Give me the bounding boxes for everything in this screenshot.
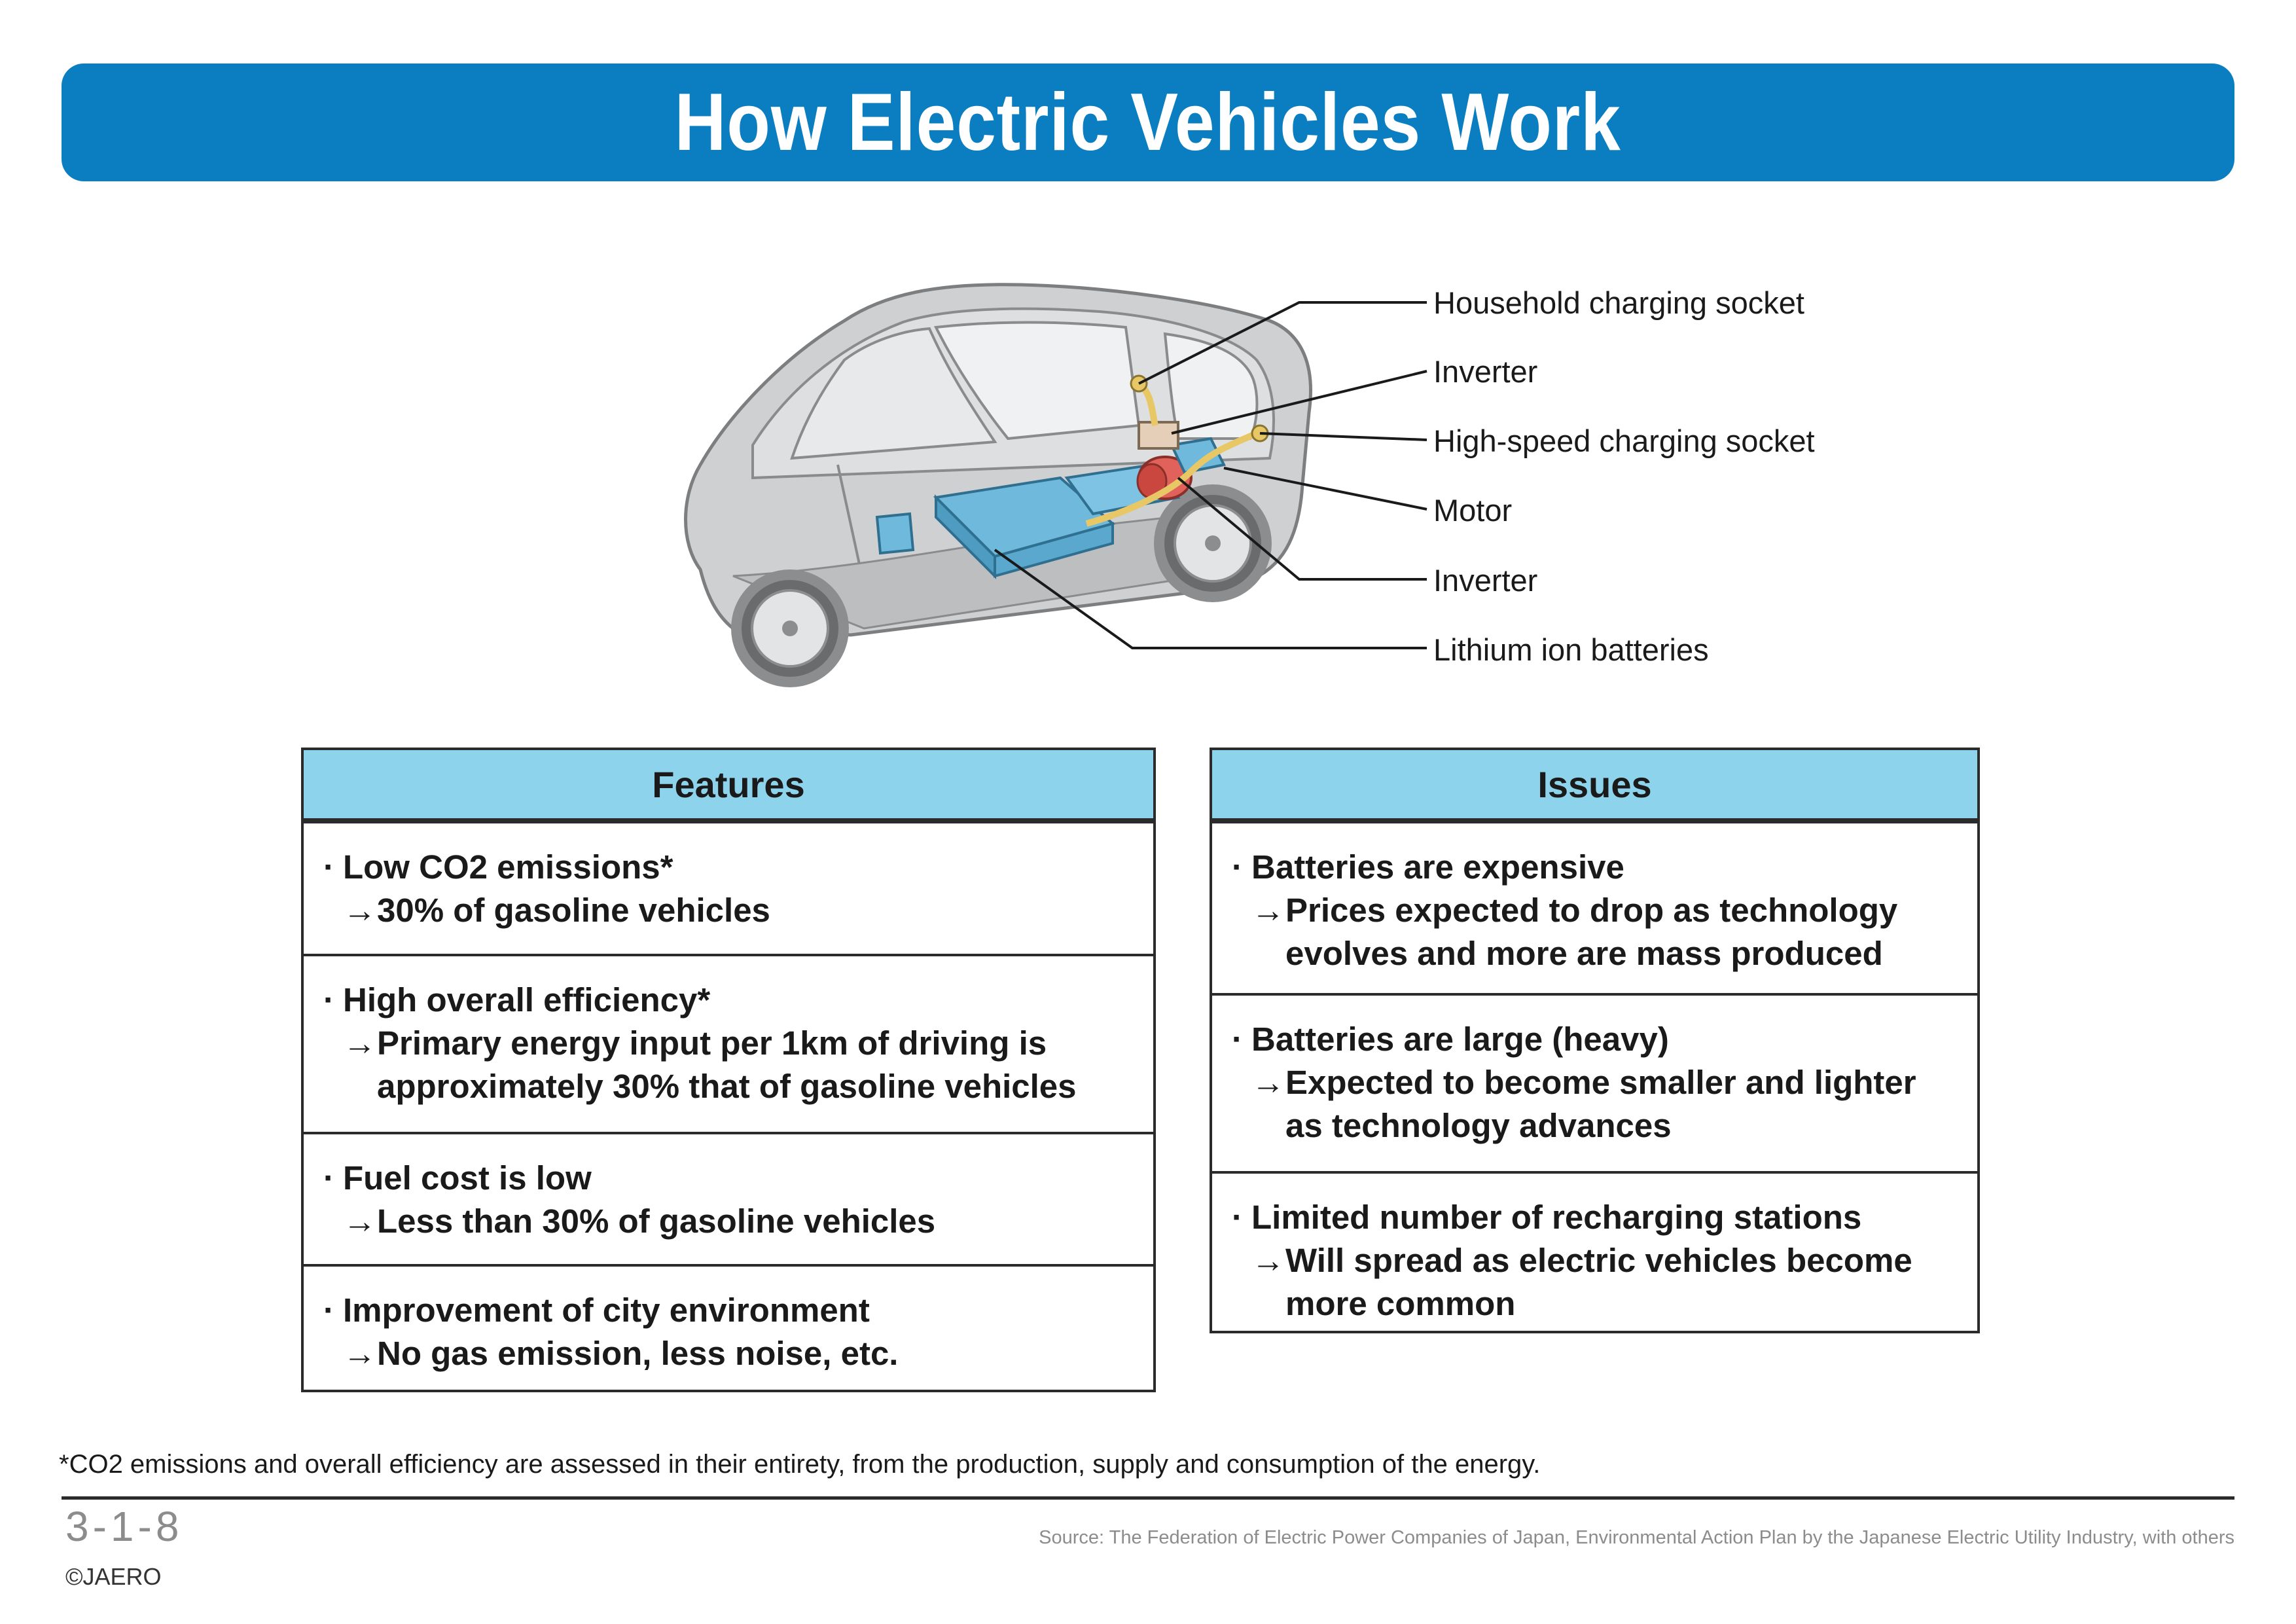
- feature-item-detail-line: Primary energy input per 1km of driving …: [377, 1024, 1047, 1062]
- arrow-icon: →: [343, 1202, 376, 1240]
- arrow-icon: →: [343, 1335, 376, 1372]
- issue-item: Batteries are expensive →Prices expected…: [1212, 821, 1977, 993]
- issue-item-detail-line: evolves and more are mass produced: [1285, 935, 1883, 972]
- feature-item-detail: →Primary energy input per 1km of driving…: [323, 1022, 1140, 1108]
- issue-item-detail: →Will spread as electric vehicles become…: [1232, 1239, 1964, 1326]
- callout-high-speed-charging-socket: High-speed charging socket: [1433, 424, 1815, 458]
- callout-inverter-lower: Inverter: [1433, 563, 1538, 598]
- inverter-lower: [1170, 437, 1226, 475]
- callout-lithium-ion-batteries: Lithium ion batteries: [1433, 632, 1709, 667]
- feature-item-detail-line: Less than 30% of gasoline vehicles: [377, 1202, 936, 1240]
- page-number: 3-1-8: [65, 1503, 183, 1550]
- issue-item-detail: →Prices expected to drop as technology ev…: [1232, 889, 1964, 975]
- front-window: [790, 327, 997, 460]
- features-panel: Features Low CO2 emissions* →30% of gaso…: [301, 748, 1156, 1392]
- issue-item: Batteries are large (heavy) →Expected to…: [1212, 993, 1977, 1171]
- feature-item: Fuel cost is low →Less than 30% of gasol…: [304, 1132, 1153, 1264]
- footer-divider: [62, 1496, 2234, 1500]
- callout-inverter-upper: Inverter: [1433, 354, 1538, 389]
- feature-item-detail-line: approximately 30% that of gasoline vehic…: [377, 1068, 1077, 1105]
- side-window: [933, 321, 1141, 441]
- feature-item-detail: →Less than 30% of gasoline vehicles: [323, 1200, 1140, 1243]
- inverter-upper: [1138, 421, 1179, 450]
- issue-item-head: Limited number of recharging stations: [1232, 1196, 1964, 1239]
- feature-item: Low CO2 emissions* →30% of gasoline vehi…: [304, 821, 1153, 954]
- issue-item: Limited number of recharging stations →W…: [1212, 1171, 1977, 1333]
- issue-item-detail: →Expected to become smaller and lighter a…: [1232, 1061, 1964, 1147]
- callout-leaders: [994, 301, 1427, 649]
- feature-item-detail: →No gas emission, less noise, etc.: [323, 1332, 1140, 1375]
- features-heading: Features: [304, 750, 1153, 821]
- issue-item-head: Batteries are large (heavy): [1232, 1018, 1964, 1061]
- title-banner: How Electric Vehicles Work: [62, 63, 2234, 181]
- motor: [1136, 456, 1193, 500]
- arrow-icon: →: [1251, 892, 1285, 929]
- callout-motor: Motor: [1433, 493, 1513, 528]
- footnote: *CO2 emissions and overall efficiency ar…: [59, 1450, 1541, 1479]
- ev-cutaway-diagram: [684, 283, 1427, 687]
- issue-item-detail-line: more common: [1285, 1285, 1516, 1322]
- feature-item-detail: →30% of gasoline vehicles: [323, 889, 1140, 932]
- issue-item-detail-line: Expected to become smaller and lighter: [1285, 1064, 1916, 1101]
- callout-household-charging-socket: Household charging socket: [1433, 285, 1804, 320]
- page-title: How Electric Vehicles Work: [674, 77, 1622, 168]
- issue-item-head: Batteries are expensive: [1232, 846, 1964, 889]
- copyright: ©JAERO: [65, 1563, 162, 1590]
- issue-item-detail-line: Will spread as electric vehicles become: [1285, 1242, 1912, 1279]
- feature-item-head: Improvement of city environment: [323, 1289, 1140, 1332]
- front-wheel: [731, 569, 849, 687]
- arrow-icon: →: [343, 1024, 376, 1062]
- arrow-icon: →: [1251, 1064, 1285, 1101]
- issues-panel: Issues Batteries are expensive →Prices e…: [1210, 748, 1980, 1333]
- rear-wheel: [1154, 484, 1272, 602]
- feature-item-head: Fuel cost is low: [323, 1157, 1140, 1200]
- arrow-icon: →: [1251, 1242, 1285, 1279]
- feature-item-detail-line: 30% of gasoline vehicles: [377, 892, 770, 929]
- issues-heading: Issues: [1212, 750, 1977, 821]
- feature-item: High overall efficiency* →Primary energy…: [304, 954, 1153, 1132]
- arrow-icon: →: [343, 892, 376, 929]
- issue-item-detail-line: Prices expected to drop as technology: [1285, 892, 1898, 929]
- feature-item-head: Low CO2 emissions*: [323, 846, 1140, 889]
- feature-item: Improvement of city environment →No gas …: [304, 1264, 1153, 1392]
- issue-item-detail-line: as technology advances: [1285, 1107, 1672, 1144]
- feature-item-detail-line: No gas emission, less noise, etc.: [377, 1335, 899, 1372]
- feature-item-head: High overall efficiency*: [323, 979, 1140, 1022]
- source-note: Source: The Federation of Electric Power…: [1039, 1527, 2234, 1548]
